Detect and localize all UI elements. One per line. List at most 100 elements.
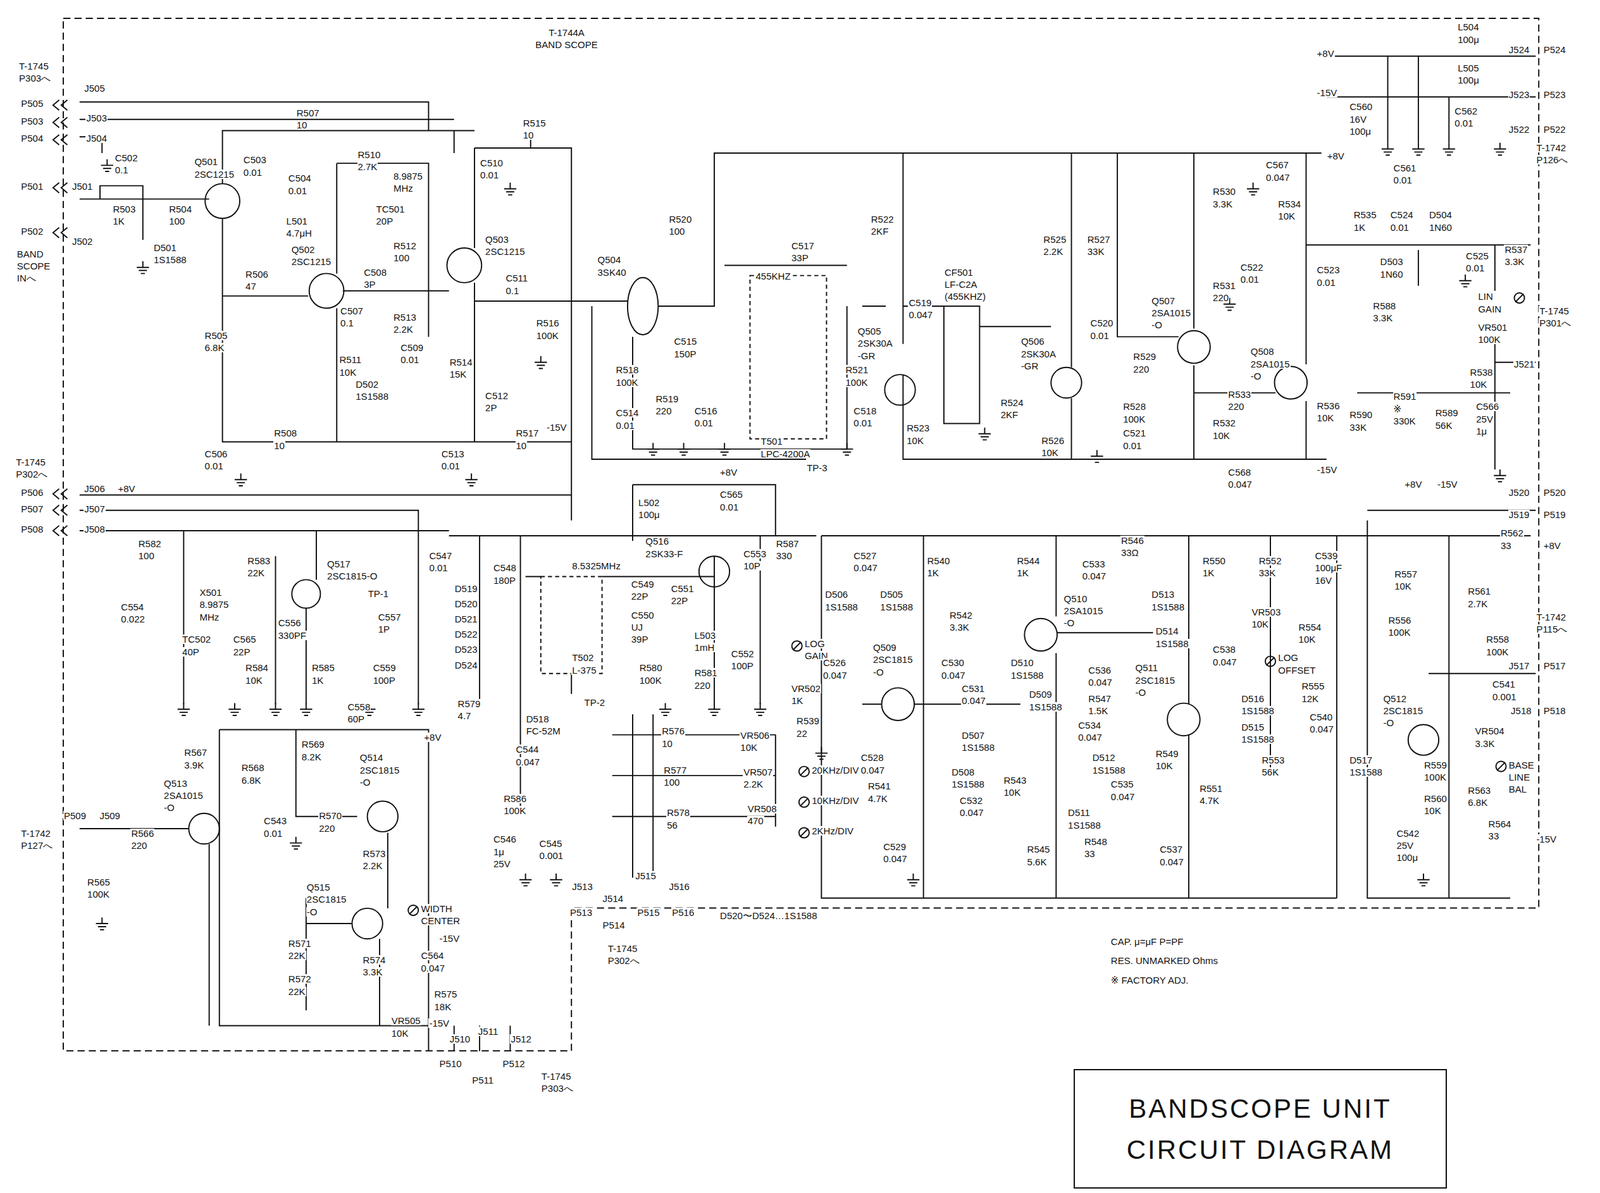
part-label: J506: [83, 483, 106, 494]
part-label: J519: [1508, 509, 1531, 520]
transistor-symbol: [351, 908, 383, 939]
part-label: P303へ: [18, 73, 52, 83]
part-label: C537: [1159, 844, 1184, 855]
part-label: L504: [1457, 22, 1480, 32]
part-label: -15V: [428, 1018, 450, 1029]
ground-symbol: [534, 356, 547, 369]
part-label: D504: [1428, 210, 1453, 220]
part-label: -15V: [1436, 479, 1459, 490]
part-label: 10: [522, 130, 535, 140]
part-label: 2SA1015: [1150, 308, 1192, 318]
transformer-outline: [749, 275, 827, 440]
part-label: D524: [454, 660, 479, 670]
part-label: 10K: [1298, 634, 1317, 645]
part-label: C530: [940, 657, 965, 668]
part-label: 0.047: [907, 310, 934, 320]
part-label: (455KHZ): [943, 291, 987, 302]
part-label: C556: [277, 618, 302, 628]
part-label: R576: [661, 726, 686, 736]
transistor-symbol: [1177, 330, 1211, 364]
part-label: -15V: [1535, 834, 1557, 844]
part-label: Q501: [193, 156, 219, 167]
part-label: 2SK30A: [1020, 349, 1057, 359]
part-label: +8V: [423, 732, 442, 743]
transistor-symbol: [204, 183, 240, 219]
part-label: C552: [730, 649, 755, 659]
part-label: 12K: [1300, 694, 1320, 704]
part-label: -O: [306, 907, 319, 917]
ground-symbol: [269, 703, 282, 716]
part-label: L502: [637, 497, 660, 508]
transistor-symbol: [1167, 703, 1201, 737]
part-label: P517: [1543, 661, 1567, 671]
ground-symbol: [659, 703, 672, 716]
part-label: 330: [775, 551, 793, 561]
part-label: 100μ: [1457, 75, 1480, 85]
part-label: 10: [661, 738, 674, 749]
part-label: LINE: [1508, 772, 1531, 782]
part-label: D502: [354, 379, 379, 390]
part-label: R508: [273, 428, 298, 438]
part-label: C550: [630, 610, 655, 621]
part-label: 0.047: [959, 807, 985, 818]
part-label: 2SC1815: [306, 894, 348, 905]
part-label: 2SC1815: [1134, 675, 1177, 686]
part-label: C520: [1090, 318, 1115, 328]
part-label: C513: [440, 449, 466, 459]
part-label: R575: [433, 989, 458, 999]
part-label: D510: [1010, 657, 1035, 668]
part-label: 0.01: [694, 418, 714, 428]
part-label: 22P: [670, 595, 689, 606]
part-label: 1μ: [492, 847, 505, 857]
part-label: T-1745: [18, 61, 50, 71]
part-label: P524: [1543, 44, 1567, 55]
part-label: 1K: [1202, 568, 1215, 578]
part-label: 2SA1015: [1250, 359, 1291, 369]
part-label: 3.3K: [1474, 738, 1496, 749]
part-label: R565: [86, 877, 111, 887]
part-label: R548: [1083, 837, 1108, 847]
part-label: R538: [1469, 367, 1494, 378]
part-label: C541: [1491, 679, 1516, 689]
part-label: VR503: [1250, 607, 1282, 617]
part-label: C568: [1227, 467, 1252, 478]
part-label: D508: [950, 767, 975, 777]
part-label: C539: [1314, 551, 1339, 561]
part-label: D513: [1150, 589, 1175, 600]
part-label: 3.3K: [1212, 199, 1234, 209]
ground-symbol: [504, 182, 517, 195]
part-label: 220: [130, 840, 148, 851]
part-label: -GR: [857, 351, 877, 361]
part-label: P507: [20, 504, 44, 514]
wire: [591, 56, 1536, 470]
part-label: R528: [1122, 401, 1147, 412]
part-label: D503: [1379, 256, 1404, 267]
part-label: 33: [1500, 540, 1513, 551]
part-label: 0.01: [479, 170, 500, 180]
transistor-symbol: [1408, 724, 1439, 755]
part-label: 100: [668, 226, 686, 236]
part-label: C507: [339, 306, 364, 316]
part-label: 0.047: [1159, 857, 1185, 867]
part-label: -15V: [545, 422, 568, 433]
part-label: 1S1588: [1067, 820, 1102, 831]
part-label: 6.8K: [241, 775, 262, 786]
part-label: ※ FACTORY ADJ.: [1110, 975, 1190, 986]
part-label: R507: [296, 108, 321, 118]
part-label: 25V: [1395, 840, 1414, 851]
part-label: D520: [454, 599, 479, 609]
part-label: C503: [242, 155, 267, 165]
part-label: J518: [1510, 706, 1533, 716]
part-label: R524: [1000, 397, 1025, 408]
part-label: VR507: [742, 767, 774, 777]
part-label: R588: [1372, 301, 1397, 311]
connector-symbol: [53, 99, 68, 536]
part-label: 33: [1083, 849, 1096, 859]
adjust-points: [408, 292, 1525, 916]
part-label: R541: [867, 781, 892, 791]
part-label: C565: [719, 489, 744, 500]
part-label: 1.5K: [1087, 706, 1109, 716]
part-label: 0.01: [399, 354, 420, 365]
